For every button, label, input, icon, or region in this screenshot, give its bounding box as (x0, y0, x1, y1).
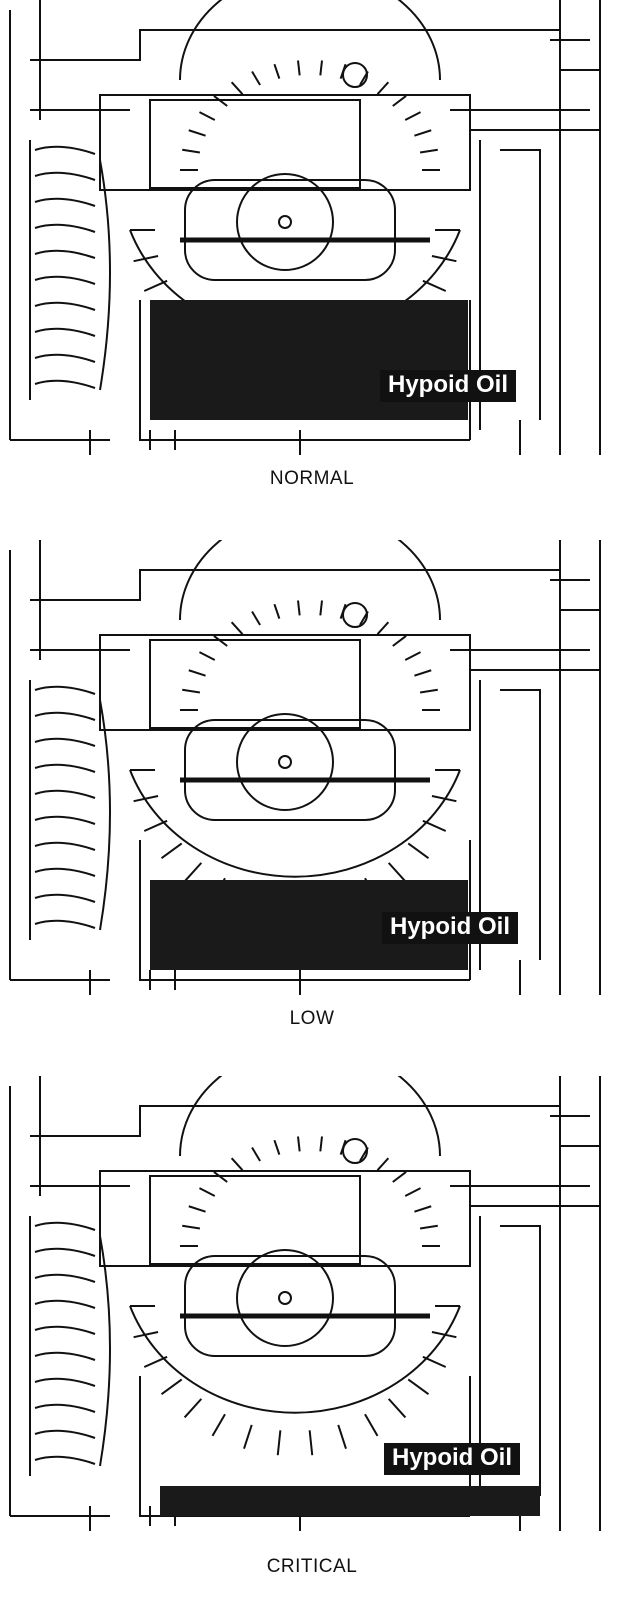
panel-caption: CRITICAL (266, 1556, 358, 1577)
oil-label: Hypoid Oil (384, 1443, 520, 1475)
differential-gear-illustration (9, 1076, 601, 1531)
oil-label: Hypoid Oil (380, 370, 516, 402)
panel-caption: NORMAL (269, 468, 355, 489)
panel-low: Hypoid Oil LOW (0, 540, 624, 1060)
panel-normal: Hypoid Oil NORMAL (0, 0, 624, 520)
oil-label: Hypoid Oil (382, 912, 518, 944)
panel-caption: LOW (289, 1008, 335, 1029)
differential-gear-illustration (9, 540, 601, 995)
oil-fill (160, 1486, 540, 1516)
panel-critical: Hypoid Oil CRITICAL (0, 1076, 624, 1598)
differential-gear-illustration (9, 0, 601, 455)
oil-fill (150, 300, 468, 420)
